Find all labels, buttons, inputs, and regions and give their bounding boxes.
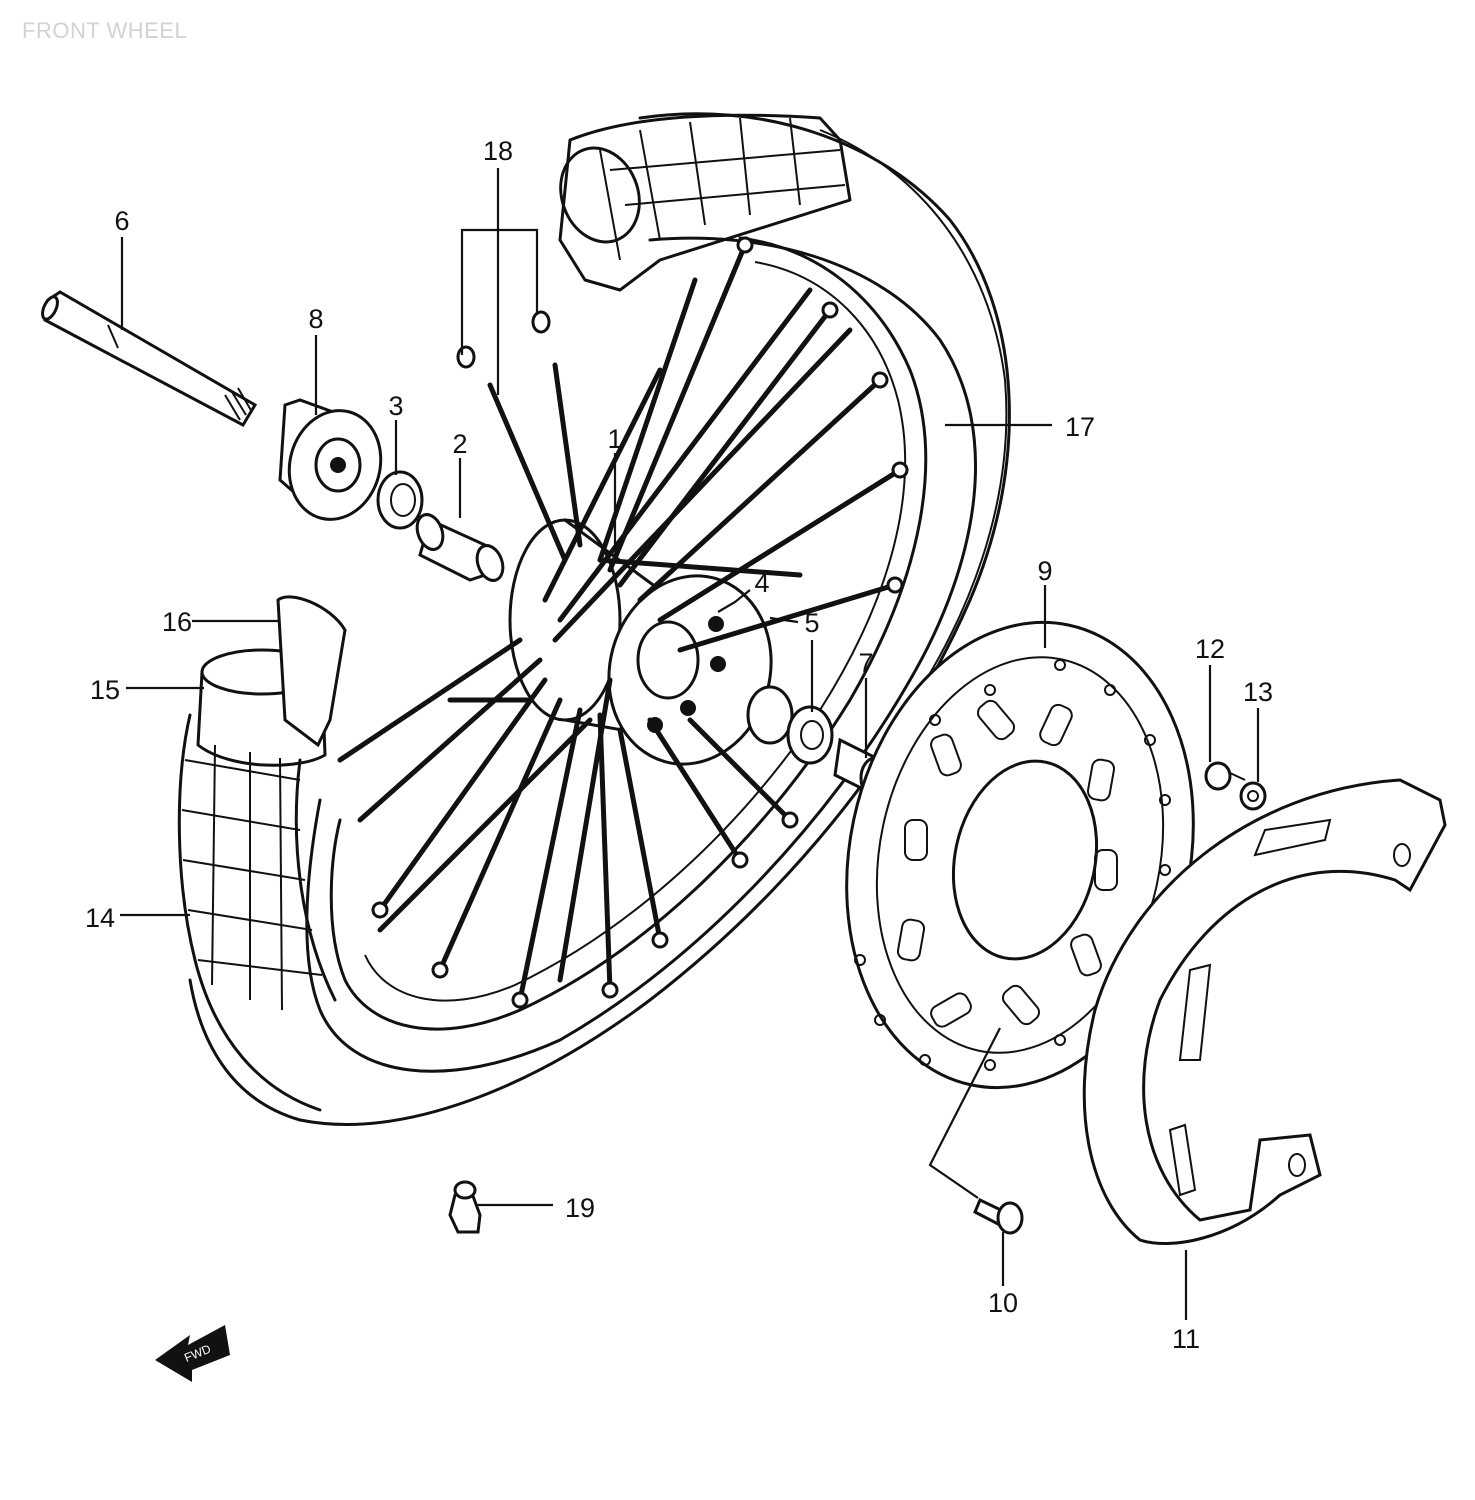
rim-band <box>276 595 347 748</box>
spokes <box>337 242 903 1003</box>
callout-16: 16 <box>162 607 192 637</box>
cover-bolt <box>1204 761 1246 791</box>
callout-17: 17 <box>1065 412 1095 442</box>
disc-cover <box>1082 778 1447 1246</box>
callout-12: 12 <box>1195 634 1225 664</box>
callout-4: 4 <box>754 568 769 598</box>
callout-2: 2 <box>452 429 467 459</box>
callout-15: 15 <box>90 675 120 705</box>
callout-labels: 1 2 3 4 5 6 7 8 9 10 11 12 13 14 15 16 1… <box>85 136 1273 1354</box>
callout-3: 3 <box>388 391 403 421</box>
fwd-arrow: FWD <box>155 1325 230 1382</box>
tire-tread-left <box>177 713 337 1112</box>
wheel-hub-assembly <box>337 236 909 1009</box>
callout-19: 19 <box>565 1193 595 1223</box>
callout-18: 18 <box>483 136 513 166</box>
front-axle <box>41 290 258 427</box>
diagram-title: FRONT WHEEL <box>22 18 188 43</box>
callout-13: 13 <box>1243 677 1273 707</box>
callout-14: 14 <box>85 903 115 933</box>
callout-7: 7 <box>858 648 873 678</box>
spoke-nipples <box>371 236 909 1009</box>
callout-5: 5 <box>804 608 819 638</box>
spoke-nipple-parts <box>456 310 551 369</box>
callout-1: 1 <box>607 424 622 454</box>
callout-10: 10 <box>988 1288 1018 1318</box>
disc-bolt <box>973 1197 1024 1235</box>
speedometer-gearbox <box>278 398 383 521</box>
callout-9: 9 <box>1037 556 1052 586</box>
tire-tread-top <box>558 113 852 292</box>
spacer <box>415 513 505 582</box>
bearing-left <box>376 470 424 530</box>
valve-cap <box>448 1180 482 1234</box>
callout-8: 8 <box>308 304 323 334</box>
cover-nut <box>1239 781 1267 811</box>
callout-6: 6 <box>114 206 129 236</box>
brake-disc <box>845 620 1195 1090</box>
tire-drawing <box>177 112 1011 1126</box>
leader-lines <box>120 168 1260 1320</box>
callout-11: 11 <box>1172 1324 1200 1354</box>
